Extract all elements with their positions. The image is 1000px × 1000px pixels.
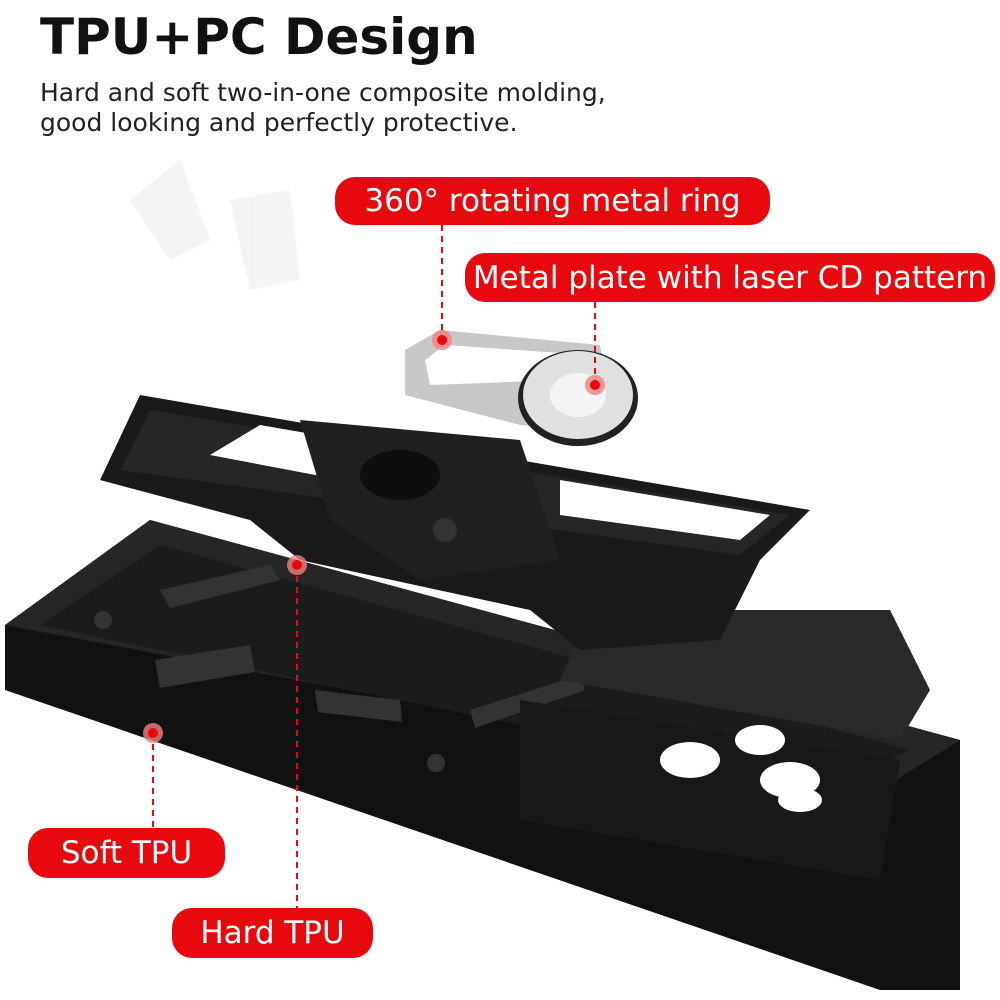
callout-dots — [143, 330, 605, 743]
leader-lines — [152, 225, 596, 908]
page-title: TPU+PC Design — [40, 8, 478, 66]
subtitle-line-2: good looking and perfectly protective. — [40, 108, 518, 137]
hard-pc-frame — [100, 395, 810, 650]
tpu-case-body — [5, 520, 960, 990]
subtitle-line-1: Hard and soft two-in-one composite moldi… — [40, 78, 606, 107]
watermark — [130, 160, 300, 290]
metal-ring — [405, 330, 638, 446]
callout-ring: 360° rotating metal ring — [335, 177, 770, 225]
callout-hard-tpu: Hard TPU — [172, 908, 373, 958]
callout-soft-tpu: Soft TPU — [28, 828, 225, 878]
callout-plate: Metal plate with laser CD pattern — [465, 253, 995, 302]
